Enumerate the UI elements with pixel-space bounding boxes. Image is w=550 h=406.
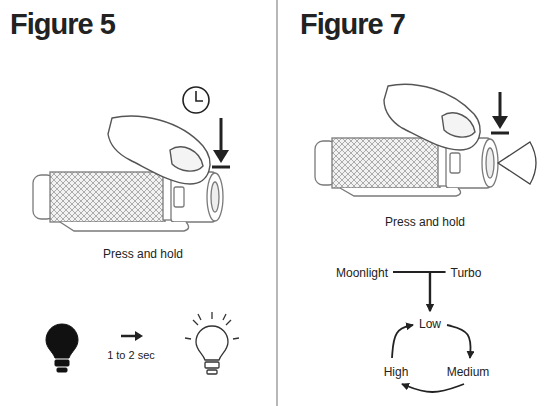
light-beam	[498, 142, 536, 184]
bulb-on-part	[196, 326, 228, 360]
bulb-on-part	[207, 370, 217, 374]
finger	[384, 84, 480, 150]
press-arrow-part	[212, 166, 230, 169]
bulb-off	[46, 324, 78, 372]
bulb-on-part	[185, 312, 239, 339]
mode-node: Turbo	[448, 261, 485, 283]
mode-label: Medium	[447, 365, 490, 379]
finger	[108, 116, 210, 184]
instruction-text: Press and hold	[103, 247, 183, 261]
time-arrow-part	[135, 331, 143, 341]
press-arrow-part	[213, 150, 229, 163]
finger-part	[442, 113, 475, 137]
flashlight-part	[450, 153, 460, 173]
flashlight-part	[60, 222, 189, 231]
mode-arrow	[402, 384, 464, 392]
press-arrow	[212, 118, 230, 167]
mode-arrow	[393, 272, 430, 311]
flashlight-part	[486, 148, 494, 178]
mode-label: Moonlight	[336, 266, 388, 280]
mode-node: Medium	[444, 360, 493, 382]
flashlight-part	[332, 138, 440, 188]
mode-arrow	[392, 325, 413, 358]
clock-icon-part	[196, 91, 203, 101]
bulb-on-part	[205, 362, 219, 368]
finger-part	[108, 116, 210, 184]
flashlight-part	[50, 172, 165, 222]
bulb-on	[185, 312, 239, 374]
mode-node: Low	[416, 312, 444, 334]
mode-label: High	[384, 365, 409, 379]
time-arrow	[121, 331, 143, 341]
flashlight-part	[482, 139, 498, 187]
time-label: 1 to 2 sec	[107, 349, 155, 361]
bulb-off-part	[46, 324, 78, 358]
press-arrow-part	[491, 132, 509, 135]
bulb-off-part	[57, 368, 67, 372]
press-arrow-part	[499, 92, 502, 118]
time-arrow-part	[121, 335, 136, 338]
panel-divider	[276, 0, 277, 406]
figure-title: Figure 7	[300, 8, 405, 41]
press-arrow-part	[492, 116, 508, 129]
finger-part	[170, 147, 203, 171]
mode-arrow	[430, 272, 446, 311]
mode-label: Low	[419, 317, 441, 331]
light-beam-part	[498, 142, 536, 184]
finger-part	[384, 84, 480, 150]
clock-icon-part	[183, 87, 209, 113]
press-arrow-part	[220, 118, 223, 152]
mode-label: Turbo	[451, 266, 482, 280]
flashlight-part	[211, 182, 219, 212]
press-arrow	[491, 92, 509, 133]
flashlight-part	[207, 173, 223, 221]
instruction-text: Press and hold	[385, 215, 465, 229]
flashlight-part	[340, 188, 461, 196]
clock-icon	[183, 87, 209, 113]
bulb-off-part	[55, 360, 69, 366]
mode-node: High	[381, 360, 412, 382]
mode-node: Moonlight	[333, 261, 391, 283]
mode-arrow	[447, 325, 471, 358]
figure-title: Figure 5	[10, 8, 115, 41]
flashlight-part	[174, 187, 184, 207]
